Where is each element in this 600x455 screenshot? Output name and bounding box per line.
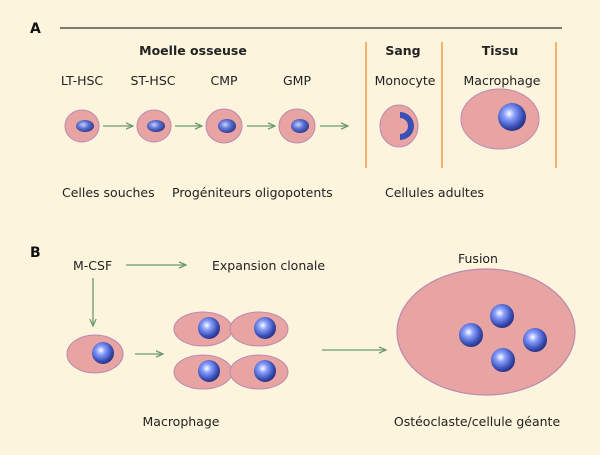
label-macrophage-a: Macrophage — [464, 73, 541, 88]
cell-st-hsc — [136, 109, 172, 143]
header-bone-marrow: Moelle osseuse — [139, 43, 247, 58]
panel-a-letter: A — [30, 21, 41, 37]
osteoclast-cell — [396, 268, 576, 396]
macrophage-clone — [173, 311, 233, 347]
header-tissue: Tissu — [482, 43, 519, 58]
cell-cmp — [205, 108, 243, 144]
cell-monocyte — [379, 104, 419, 148]
cell-gmp — [278, 108, 316, 144]
label-osteoclast: Ostéoclaste/cellule géante — [394, 414, 561, 429]
label-lt-hsc: LT-HSC — [61, 73, 104, 88]
label-cmp: CMP — [210, 73, 238, 88]
label-st-hsc: ST-HSC — [131, 73, 176, 88]
label-macrophage-b: Macrophage — [143, 414, 220, 429]
header-blood: Sang — [385, 43, 420, 58]
cell-macrophage-a — [460, 88, 540, 150]
label-monocyte: Monocyte — [375, 73, 436, 88]
cell-lt-hsc — [64, 109, 100, 143]
macrophage-clone — [229, 354, 289, 390]
label-clonal-expansion: Expansion clonale — [212, 258, 325, 273]
label-fusion: Fusion — [458, 251, 498, 266]
macrophage-single — [66, 334, 124, 374]
label-m-csf: M-CSF — [73, 258, 112, 273]
macrophage-clone — [173, 354, 233, 390]
macrophage-clone — [229, 311, 289, 347]
category-stem-cells: Celles souches — [62, 185, 155, 200]
label-gmp: GMP — [283, 73, 311, 88]
panel-b-letter: B — [30, 245, 41, 261]
category-progenitors: Progéniteurs oligopotents — [172, 185, 333, 200]
category-adult-cells: Cellules adultes — [385, 185, 484, 200]
